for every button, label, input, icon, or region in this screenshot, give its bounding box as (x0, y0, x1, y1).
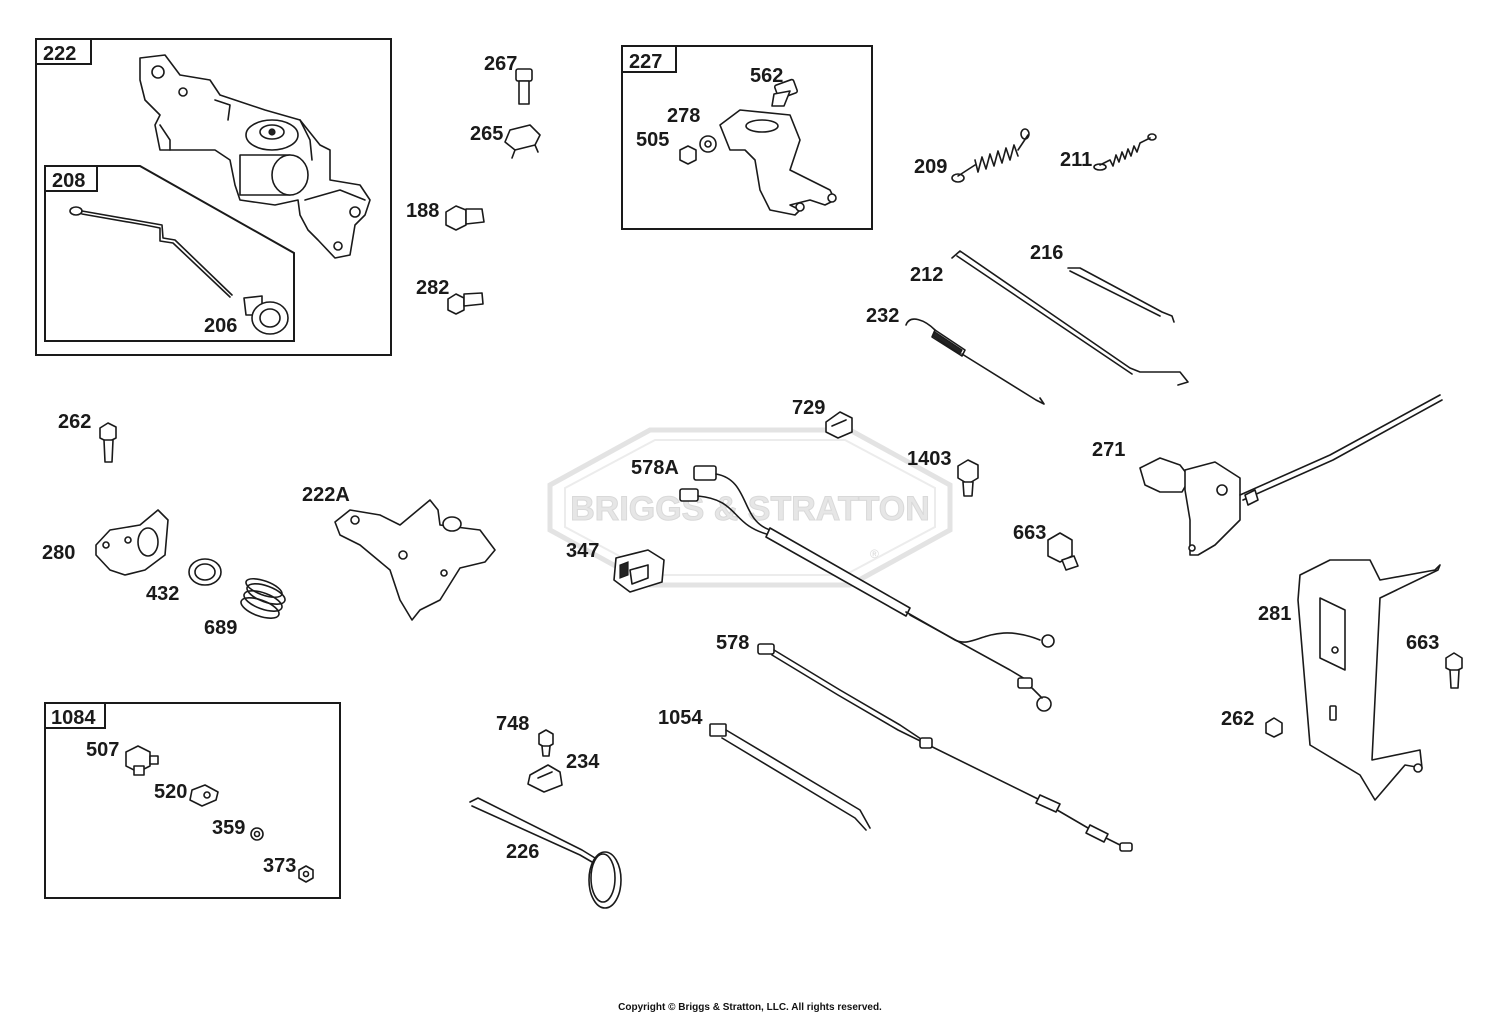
label-663-center: 663 (1013, 522, 1046, 544)
label-359: 359 (212, 817, 245, 839)
copyright-notice: Copyright © Briggs & Stratton, LLC. All … (618, 1002, 882, 1013)
label-689: 689 (204, 617, 237, 639)
clamp-520 (189, 784, 219, 807)
throttle-lever-bracket (719, 109, 837, 216)
label-206: 206 (204, 315, 237, 337)
label-211: 211 (1060, 149, 1092, 171)
pin-562 (771, 78, 799, 107)
rod-212 (951, 250, 1189, 386)
bolt-1403 (957, 459, 979, 497)
bolt-188 (445, 205, 485, 231)
label-507: 507 (86, 739, 119, 761)
washer-359 (250, 827, 264, 841)
cable-271 (1139, 394, 1443, 556)
label-562: 562 (750, 65, 783, 87)
screw-663-right (1445, 652, 1463, 689)
watermark-text: BRIGGS & STRATTON (570, 490, 930, 528)
spacer-206 (243, 295, 289, 335)
brand-watermark: BRIGGS & STRATTON ® (547, 427, 953, 588)
bracket-281 (1297, 559, 1441, 801)
spring-211 (1093, 133, 1157, 171)
label-265: 265 (470, 123, 503, 145)
label-216: 216 (1030, 242, 1063, 264)
clip-234 (527, 764, 563, 793)
label-278: 278 (667, 105, 700, 127)
label-209: 209 (914, 156, 947, 178)
screw-748 (538, 729, 554, 757)
label-232: 232 (866, 305, 899, 327)
label-663-right: 663 (1406, 632, 1439, 654)
box-208-label: 208 (52, 170, 85, 192)
label-373: 373 (263, 855, 296, 877)
label-222A: 222A (302, 484, 350, 506)
spring-689 (240, 577, 286, 619)
label-188: 188 (406, 200, 439, 222)
bolt-282 (447, 292, 484, 315)
box-222: 222 (35, 38, 392, 356)
label-1054: 1054 (658, 707, 703, 729)
label-226: 226 (506, 841, 539, 863)
label-267: 267 (484, 53, 517, 75)
wire-harness-578A (679, 465, 1055, 712)
label-262-left: 262 (58, 411, 91, 433)
label-234: 234 (566, 751, 600, 773)
label-281: 281 (1258, 603, 1291, 625)
label-262-right: 262 (1221, 708, 1254, 730)
box-1084-label: 1084 (51, 707, 96, 729)
box-222-label: 222 (43, 43, 76, 65)
bracket-280 (95, 509, 169, 576)
fuel-valve-507 (125, 745, 159, 776)
screw-262-right (1265, 717, 1283, 738)
rod-216 (1067, 267, 1175, 323)
label-578A: 578A (631, 457, 679, 479)
spring-232 (905, 318, 1045, 405)
label-347: 347 (566, 540, 599, 562)
ring-432 (188, 558, 222, 586)
label-729: 729 (792, 397, 825, 419)
box-208: 208 206 (44, 165, 295, 342)
screw-267 (515, 68, 533, 105)
label-432: 432 (146, 583, 179, 605)
rod-226 (469, 797, 622, 909)
label-271: 271 (1092, 439, 1125, 461)
clip-729 (825, 411, 853, 439)
box-227: 227 562 278 505 (621, 45, 873, 230)
switch-347 (613, 549, 665, 593)
bolt-663-center (1047, 532, 1079, 571)
label-282: 282 (416, 277, 449, 299)
nut-373 (298, 865, 314, 883)
label-520: 520 (154, 781, 187, 803)
box-227-label: 227 (629, 51, 662, 73)
label-280: 280 (42, 542, 75, 564)
spring-209 (951, 128, 1030, 183)
label-578: 578 (716, 632, 749, 654)
label-212: 212 (910, 264, 943, 286)
bracket-222A (334, 499, 496, 621)
screw-262-left (99, 422, 117, 463)
label-1403: 1403 (907, 448, 952, 470)
washer-278 (699, 135, 717, 153)
label-748: 748 (496, 713, 529, 735)
nut-505 (679, 145, 697, 165)
governor-link-rod (69, 206, 233, 298)
clip-265 (504, 124, 541, 159)
wire-harness-578 (757, 643, 1133, 852)
governor-control-bracket (139, 54, 371, 259)
tie-strap-1054 (709, 723, 871, 831)
watermark-registered-mark: ® (870, 547, 879, 561)
label-505: 505 (636, 129, 669, 151)
box-1084: 1084 507 520 359 373 (44, 702, 341, 899)
